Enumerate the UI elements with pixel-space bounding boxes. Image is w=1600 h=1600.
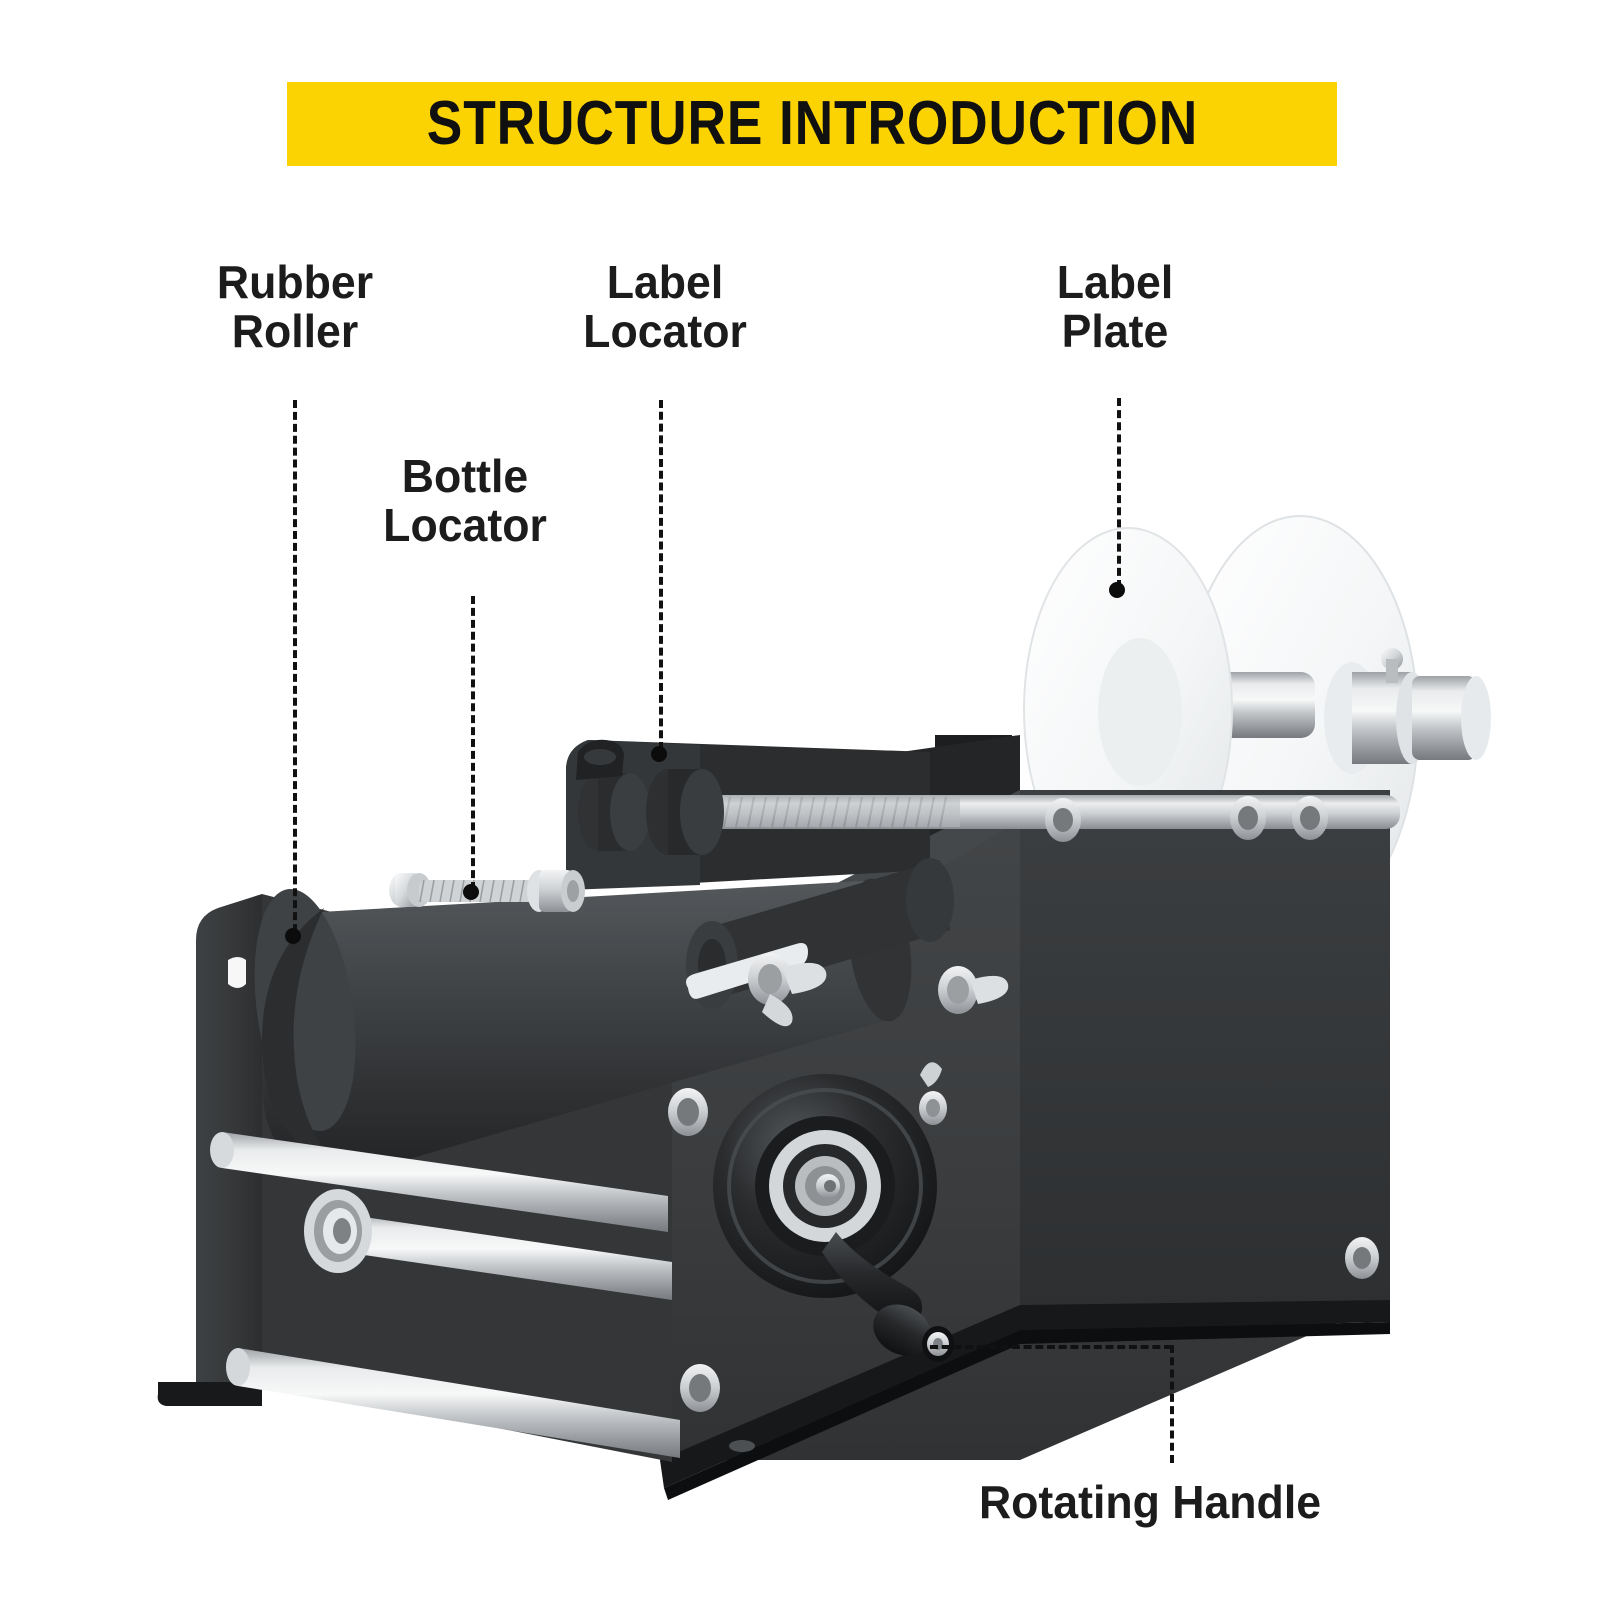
leader-line-rotating-handle-vertical	[1170, 1345, 1174, 1463]
chrome-guide-rods	[210, 1132, 680, 1458]
title-banner: STRUCTURE INTRODUCTION	[287, 82, 1337, 166]
bottle-locator-assembly	[389, 870, 585, 912]
leader-dot-label-locator	[651, 746, 667, 762]
callout-label-rotating-handle: Rotating Handle	[978, 1476, 1322, 1528]
callout-label-label-plate: Label Plate	[1056, 256, 1174, 358]
leader-dot-bottle-locator	[463, 884, 479, 900]
bottle-locator-collar	[527, 870, 585, 912]
hex-bolt	[680, 1364, 720, 1412]
leader-line-label-locator	[659, 400, 663, 750]
callout-label-label-locator: Label Locator	[583, 256, 747, 358]
leader-line-rubber-roller	[293, 400, 297, 932]
wing-screw-left	[748, 953, 827, 1027]
leader-line-label-plate	[1117, 398, 1121, 588]
label-locator-assembly	[576, 739, 1400, 855]
handle-grip	[873, 1304, 954, 1362]
callout-label-rubber-roller: Rubber Roller	[216, 256, 374, 358]
bearing-flange	[304, 1189, 372, 1273]
label-locator-clamp	[576, 739, 624, 780]
label-locator-collar-left	[578, 773, 650, 851]
hex-bolt	[1230, 796, 1266, 840]
page-title: STRUCTURE INTRODUCTION	[426, 89, 1198, 158]
label-locator-collar-right	[646, 769, 724, 855]
tension-screw	[919, 1062, 947, 1125]
wing-screw-right	[938, 966, 1009, 1014]
hex-bolt	[1345, 1237, 1379, 1279]
hex-bolt	[1045, 798, 1081, 842]
spindle-end-cap	[1461, 676, 1491, 760]
callout-label-bottle-locator: Bottle Locator	[383, 450, 547, 552]
leader-dot-rubber-roller	[285, 928, 301, 944]
panel-fixtures	[668, 796, 1379, 1452]
hex-bolt	[668, 1088, 708, 1136]
hex-bolt	[1292, 796, 1328, 840]
leader-line-bottle-locator	[471, 596, 475, 890]
leader-dot-label-plate	[1109, 582, 1125, 598]
rotating-handle-assembly	[713, 1074, 954, 1362]
leader-line-rotating-handle-horizontal	[930, 1345, 1172, 1349]
